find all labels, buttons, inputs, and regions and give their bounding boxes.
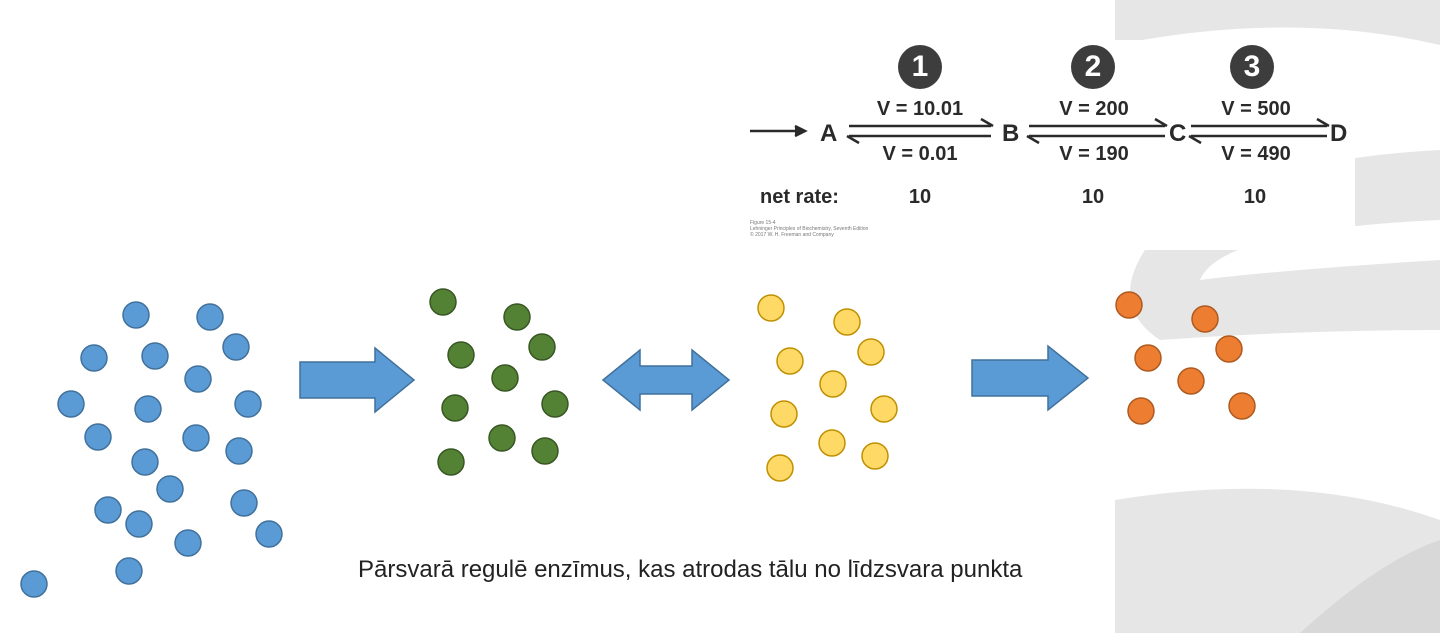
figure-credit-line-2: Lehninger Principles of Biochemistry, Se… — [750, 226, 869, 232]
intermediate-c-pool-molecule-3 — [776, 347, 804, 375]
molecule-dots — [20, 288, 1256, 598]
watermark-stroke-curve — [1130, 150, 1440, 340]
intermediate-b-pool-molecule-7 — [541, 390, 569, 418]
species-a: A — [820, 120, 838, 147]
intermediate-b-pool-molecule-10 — [437, 448, 465, 476]
substrate-pool-molecule-17 — [125, 510, 153, 538]
substrate-pool-molecule-10 — [84, 423, 112, 451]
substrate-pool-molecule-12 — [225, 437, 253, 465]
step-3-reverse-rate: V = 490 — [1221, 143, 1291, 165]
intermediate-c-pool-molecule-6 — [770, 400, 798, 428]
substrate-pool-molecule-16 — [230, 489, 258, 517]
step2-forward-head — [1154, 117, 1168, 128]
watermark-stroke-top — [1115, 0, 1440, 45]
intermediate-b-pool-molecule-4 — [528, 333, 556, 361]
substrate-pool-molecule-6 — [184, 365, 212, 393]
substrate-pool-molecule-8 — [134, 395, 162, 423]
figure-credit-line-1: Figure 15-4 — [750, 220, 776, 226]
intermediate-c-pool-molecule-5 — [819, 370, 847, 398]
product-pool-molecule-1 — [1115, 291, 1143, 319]
step3-forward-head — [1316, 117, 1330, 128]
step-2-forward-rate: V = 200 — [1059, 98, 1129, 120]
substrate-pool-molecule-4 — [141, 342, 169, 370]
step-1-forward-rate: V = 10.01 — [876, 98, 964, 120]
substrate-pool-molecule-15 — [94, 496, 122, 524]
intermediate-c-pool-molecule-8 — [818, 429, 846, 457]
step1-reverse-head — [846, 134, 860, 145]
substrate-pool-molecule-3 — [80, 344, 108, 372]
block-arrows — [299, 344, 1090, 414]
species-d: D — [1330, 120, 1348, 147]
step-2-badge: 2 — [1071, 45, 1115, 89]
figure-credit: Figure 15-4 Lehninger Principles of Bioc… — [750, 220, 950, 238]
intermediate-c-pool-molecule-7 — [870, 395, 898, 423]
substrate-pool-molecule-2 — [196, 303, 224, 331]
substrate-pool-molecule-19 — [255, 520, 283, 548]
substrate-pool-molecule-21 — [20, 570, 48, 598]
figure-credit-line-3: © 2017 W. H. Freeman and Company — [750, 232, 834, 238]
intermediate-b-pool-molecule-8 — [488, 424, 516, 452]
substrate-pool-molecule-18 — [174, 529, 202, 557]
substrate-pool-molecule-1 — [122, 301, 150, 329]
product-pool-molecule-4 — [1215, 335, 1243, 363]
reaction-arrows — [750, 117, 1330, 145]
species-b: B — [1002, 120, 1020, 147]
substrate-pool-molecule-13 — [131, 448, 159, 476]
product-pool-molecule-2 — [1191, 305, 1219, 333]
product-pool-molecule-5 — [1177, 367, 1205, 395]
step-3-badge: 3 — [1230, 45, 1274, 89]
entry-arrowhead — [794, 124, 808, 138]
intermediate-b-pool-molecule-2 — [503, 303, 531, 331]
step-2-net-rate: 10 — [1081, 186, 1105, 208]
step2-reverse-head — [1026, 134, 1040, 145]
substrate-pool-molecule-20 — [115, 557, 143, 585]
substrate-pool-molecule-7 — [57, 390, 85, 418]
substrate-pool-molecule-14 — [156, 475, 184, 503]
intermediate-c-pool-molecule-2 — [833, 308, 861, 336]
step-3-net-rate: 10 — [1243, 186, 1267, 208]
net-rate-label: net rate: — [760, 186, 839, 208]
intermediate-c-pool-molecule-4 — [857, 338, 885, 366]
species-c: C — [1169, 120, 1187, 147]
intermediate-b-pool-molecule-5 — [491, 364, 519, 392]
intermediate-c-pool-molecule-9 — [861, 442, 889, 470]
slide-caption: Pārsvarā regulē enzīmus, kas atrodas tāl… — [358, 556, 1023, 583]
intermediate-b-pool-molecule-1 — [429, 288, 457, 316]
product-pool-molecule-6 — [1127, 397, 1155, 425]
step-3-forward-rate: V = 500 — [1221, 98, 1291, 120]
intermediate-b-pool-molecule-6 — [441, 394, 469, 422]
intermediate-c-pool-molecule-1 — [757, 294, 785, 322]
intermediate-b-pool-molecule-9 — [531, 437, 559, 465]
reversible-arrow — [601, 348, 731, 412]
reaction-figure: 1 2 3 A B C D V = 10.01 V = 200 V = 500 … — [745, 40, 1355, 250]
intermediate-b-pool-molecule-3 — [447, 341, 475, 369]
substrate-pool-molecule-9 — [234, 390, 262, 418]
watermark-stroke-lower — [1300, 540, 1440, 633]
substrate-pool-molecule-11 — [182, 424, 210, 452]
step3-reverse-head — [1188, 134, 1202, 145]
product-pool-molecule-3 — [1134, 344, 1162, 372]
substrate-pool-molecule-5 — [222, 333, 250, 361]
step-1-badge: 1 — [898, 45, 942, 89]
irreversible-arrow-1 — [299, 346, 416, 414]
step-1-net-rate: 10 — [908, 186, 932, 208]
irreversible-arrow-2 — [971, 344, 1090, 412]
step1-forward-head — [980, 117, 994, 128]
product-pool-molecule-7 — [1228, 392, 1256, 420]
step-1-reverse-rate: V = 0.01 — [882, 143, 958, 165]
step-2-reverse-rate: V = 190 — [1059, 143, 1129, 165]
intermediate-c-pool-molecule-10 — [766, 454, 794, 482]
